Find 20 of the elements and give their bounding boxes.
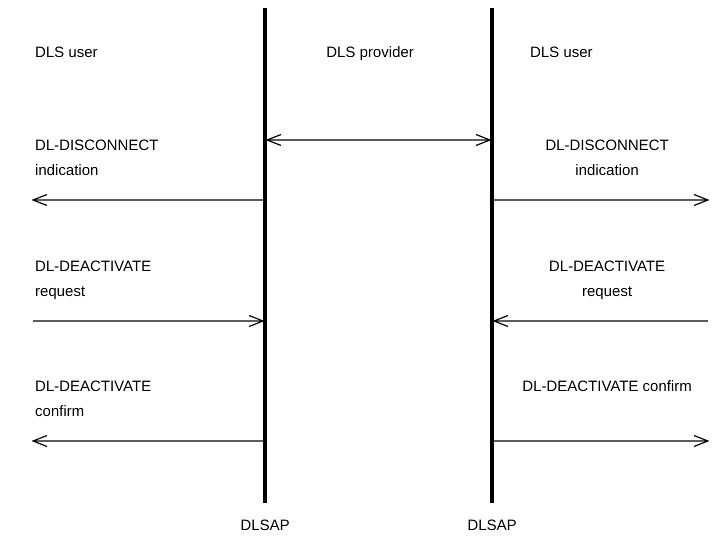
arrow xyxy=(32,194,263,206)
primitive-label: DL-DISCONNECT indication xyxy=(544,136,670,181)
sap-label: DLSAP xyxy=(466,516,518,536)
arrow xyxy=(32,434,263,448)
role-label: DLS user xyxy=(35,43,99,63)
primitive-label: DL-DISCONNECT indication xyxy=(35,136,160,181)
sap-label: DLSAP xyxy=(239,516,291,536)
primitive-label: DL-DEACTIVATE request xyxy=(35,257,152,302)
primitive-label: DL-DEACTIVATE confirm xyxy=(35,377,152,422)
primitive-label: DL-DEACTIVATE request xyxy=(548,257,666,302)
arrow xyxy=(33,314,264,328)
sap-bar xyxy=(263,8,267,503)
arrow xyxy=(266,134,491,146)
arrow xyxy=(494,194,709,206)
role-label: DLS provider xyxy=(325,43,415,63)
arrow xyxy=(493,314,708,328)
sap-bar xyxy=(490,8,494,503)
arrow xyxy=(494,434,709,448)
role-label: DLS user xyxy=(530,43,594,63)
primitive-label: DL-DEACTIVATE confirm xyxy=(522,377,692,397)
